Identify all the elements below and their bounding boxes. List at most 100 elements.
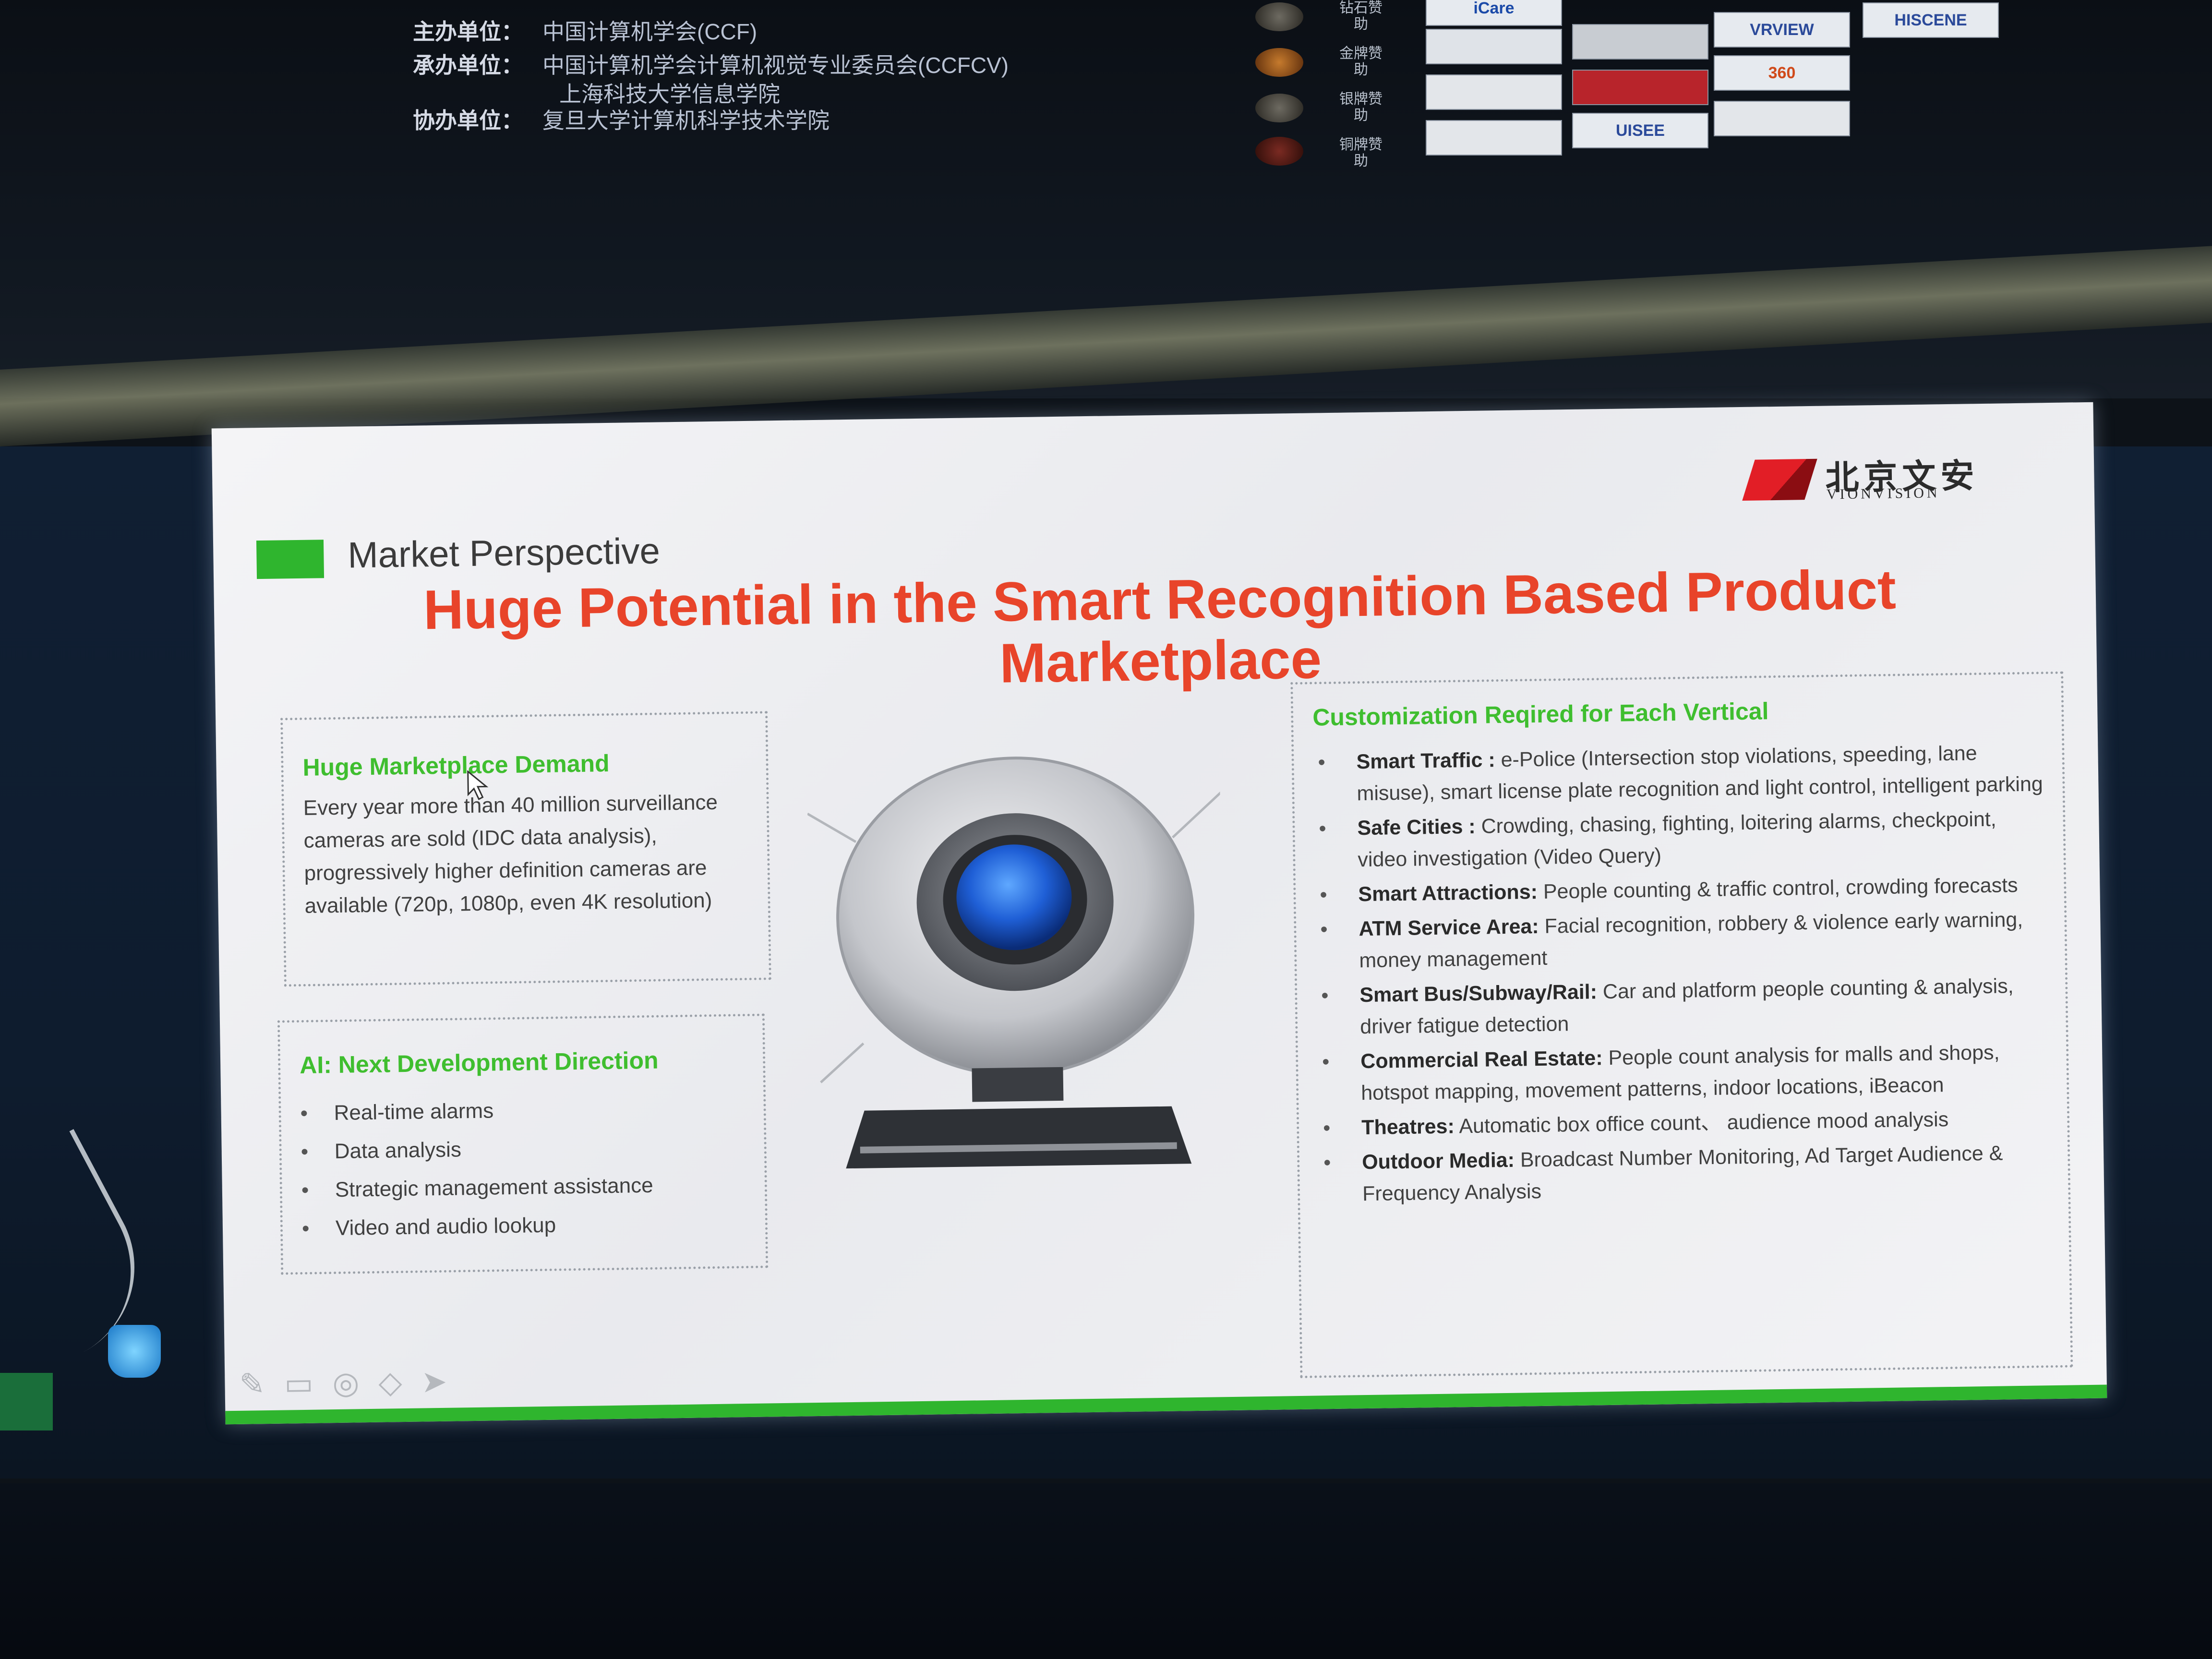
sponsor-logo-hiscene: HISCENE xyxy=(1863,2,1999,38)
sponsor-tier-label: 铜牌赞助 xyxy=(1339,137,1382,169)
list-item: •Smart Bus/Subway/Rail: Car and platform… xyxy=(1316,970,2047,1043)
list-item-title: Smart Traffic : xyxy=(1356,748,1496,774)
sponsor-logo xyxy=(1714,101,1850,136)
list-item-title: Commercial Real Estate: xyxy=(1360,1046,1603,1073)
bullet-icon: • xyxy=(1322,1050,1330,1074)
list-item-title: Smart Attractions: xyxy=(1358,880,1538,906)
slide-toolbar: ✎▭◎◇➤ xyxy=(239,1363,467,1403)
list-item-text: Strategic management assistance xyxy=(335,1173,653,1202)
list-item: • Data analysis xyxy=(301,1128,653,1171)
organizer-name: 中国计算机学会计算机视觉专业委员会(CCFCV) xyxy=(542,53,1009,78)
diamond-medal-icon xyxy=(1255,2,1303,31)
webcam-base-stripe xyxy=(860,1142,1177,1154)
organizer-name: 上海科技大学信息学院 xyxy=(559,82,780,107)
webcam-base xyxy=(846,1106,1192,1169)
verticals-heading: Customization Reqired for Each Vertical xyxy=(1312,697,1769,731)
bullet-icon: • xyxy=(301,1178,309,1202)
organizer-name: 中国计算机学会(CCF) xyxy=(542,19,757,44)
decor-line xyxy=(820,1042,865,1083)
list-item-title: Theatres: xyxy=(1361,1115,1455,1140)
sponsor-logo xyxy=(1572,24,1708,60)
eraser-icon[interactable]: ◇ xyxy=(378,1364,422,1400)
sponsor-tier-label: 金牌赞助 xyxy=(1339,46,1382,78)
bullet-icon: • xyxy=(301,1140,309,1164)
screen-icon[interactable]: ▭ xyxy=(284,1366,333,1401)
list-item-text: Data analysis xyxy=(334,1138,462,1164)
list-item: • Strategic management assistance xyxy=(301,1166,653,1210)
section-title: Market Perspective xyxy=(347,530,661,576)
bullet-icon: • xyxy=(1322,1117,1331,1140)
bullet-icon: • xyxy=(1318,751,1326,774)
bullet-icon: • xyxy=(1320,883,1327,907)
list-item: •ATM Service Area: Facial recognition, r… xyxy=(1315,903,2046,977)
list-item-text: Video and audio lookup xyxy=(335,1213,556,1240)
organizer-label: 协办单位： xyxy=(413,108,523,133)
list-item: • Real-time alarms xyxy=(300,1090,652,1133)
organizer-line-1: 主办单位： 中国计算机学会(CCF) xyxy=(413,14,757,46)
demand-box: Huge Marketplace Demand Every year more … xyxy=(280,711,771,987)
sponsor-logo xyxy=(1426,74,1562,110)
organizer-line-3: 上海科技大学信息学院 xyxy=(559,77,780,108)
organizer-line-4: 协办单位： 复旦大学计算机科学技术学院 xyxy=(413,103,830,135)
silver-medal-icon xyxy=(1255,94,1303,122)
verticals-box: Customization Reqired for Each Vertical … xyxy=(1290,671,2073,1378)
company-logo: 北京文安 VIONVISION xyxy=(1742,451,2018,508)
list-item-text: Real-time alarms xyxy=(334,1099,494,1125)
demand-heading: Huge Marketplace Demand xyxy=(302,749,610,781)
sponsor-logo xyxy=(1572,70,1708,105)
decor-line xyxy=(806,813,857,843)
organizer-name: 复旦大学计算机科学技术学院 xyxy=(542,108,830,133)
organizer-line-2: 承办单位： 中国计算机学会计算机视觉专业委员会(CCFCV) xyxy=(413,48,1009,80)
decor-line xyxy=(1172,788,1226,839)
list-item: •Outdoor Media: Broadcast Number Monitor… xyxy=(1319,1137,2049,1210)
list-item-title: Safe Cities : xyxy=(1357,815,1476,840)
section-marker xyxy=(256,540,325,579)
bullet-icon: • xyxy=(301,1216,310,1240)
bullet-icon: • xyxy=(1321,984,1329,1008)
list-item-title: Smart Bus/Subway/Rail: xyxy=(1359,980,1598,1007)
pointer-icon[interactable]: ➤ xyxy=(421,1364,467,1399)
organizer-label: 主办单位： xyxy=(413,19,523,44)
verticals-list: •Smart Traffic : e-Police (Intersection … xyxy=(1313,736,2049,1213)
sponsor-tier-label: 银牌赞助 xyxy=(1339,91,1382,123)
list-item-text: Automatic box office count、 audience moo… xyxy=(1454,1108,1949,1138)
ai-direction-box: AI: Next Development Direction • Real-tim… xyxy=(277,1013,769,1275)
list-item-title: Outdoor Media: xyxy=(1361,1148,1515,1174)
sponsor-logo xyxy=(1426,120,1562,156)
ai-heading: AI: Next Development Direction xyxy=(299,1046,659,1079)
sponsor-logo-icare: iCare xyxy=(1426,0,1562,26)
list-item: •Commercial Real Estate: People count an… xyxy=(1317,1036,2048,1109)
list-item: • Theatres: Automatic box office count、 a… xyxy=(1318,1102,2048,1144)
list-item: • Smart Attractions: People counting & tr… xyxy=(1315,869,2045,911)
bullet-icon: • xyxy=(300,1101,308,1126)
webcam-lens xyxy=(956,844,1072,950)
list-item: •Smart Traffic : e-Police (Intersection … xyxy=(1313,736,2044,810)
list-item-text: People counting & traffic control, crowd… xyxy=(1537,874,2018,903)
sponsor-tier-label: 钻石赞助 xyxy=(1339,0,1382,32)
pen-icon[interactable]: ✎ xyxy=(239,1366,285,1402)
sponsor-logo-uisee: UISEE xyxy=(1572,113,1708,148)
mouse-cursor-icon xyxy=(467,770,489,800)
water-bottle xyxy=(108,1325,161,1378)
webcam-neck xyxy=(972,1067,1064,1102)
logo-english-text: VIONVISION xyxy=(1826,485,1940,503)
ai-list: • Real-time alarms • Data analysis • Strate… xyxy=(300,1090,654,1248)
podium-edge xyxy=(0,1373,53,1431)
webcam-illustration xyxy=(806,757,1226,1169)
sponsor-logo xyxy=(1426,29,1562,64)
gold-medal-icon xyxy=(1255,48,1303,77)
list-item-title: ATM Service Area: xyxy=(1358,914,1539,941)
organizer-label: 承办单位： xyxy=(413,53,523,78)
logo-mark-icon xyxy=(1742,458,1817,501)
list-item: •Safe Cities : Crowding, chasing, fighti… xyxy=(1314,803,2044,876)
demand-body: Every year more than 40 million surveill… xyxy=(303,790,718,918)
bullet-icon: • xyxy=(1319,817,1326,841)
zoom-icon[interactable]: ◎ xyxy=(332,1365,379,1401)
bullet-icon: • xyxy=(1320,918,1328,941)
sponsor-logo-vrview: VRVIEW xyxy=(1714,12,1850,48)
bullet-icon: • xyxy=(1323,1151,1331,1175)
bronze-medal-icon xyxy=(1255,137,1303,166)
list-item: • Video and audio lookup xyxy=(301,1205,654,1248)
presentation-slide: Market Perspective 北京文安 VIONVISION Huge … xyxy=(211,402,2107,1425)
sponsor-logo-360: 360 xyxy=(1714,55,1850,91)
